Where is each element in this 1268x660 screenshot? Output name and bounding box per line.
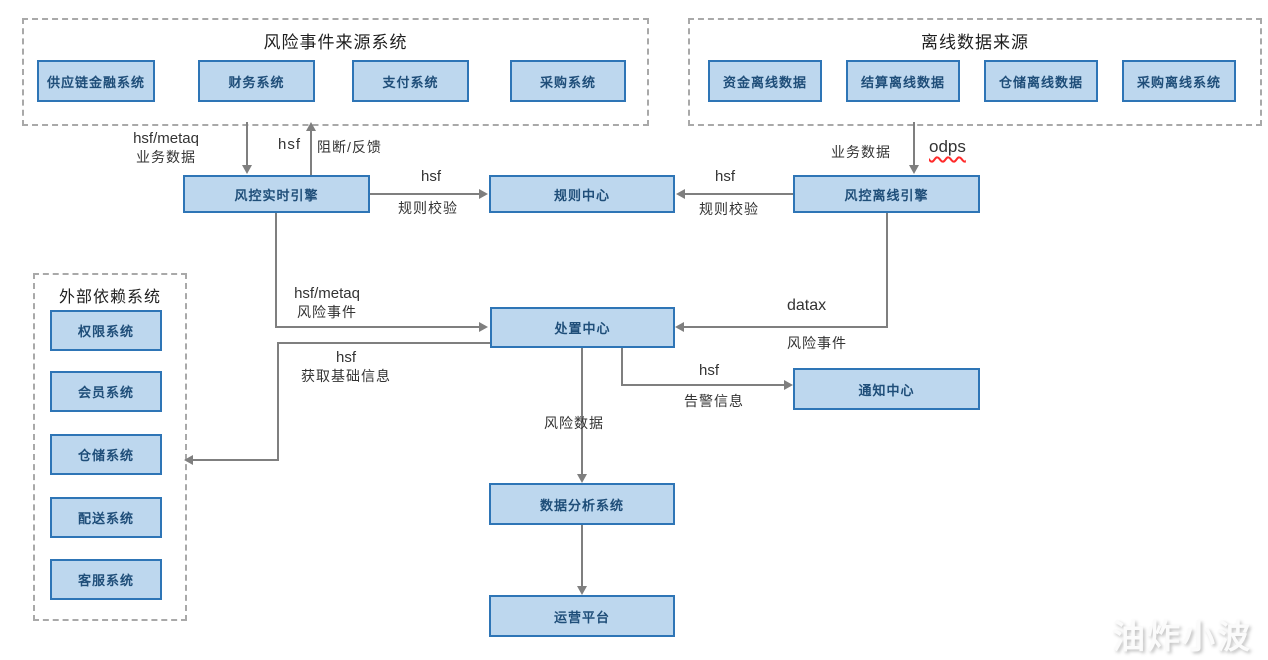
edge-realtime-to-disposal-vline <box>275 213 277 328</box>
edge-label-alarm: 告警信息 <box>684 393 744 409</box>
group-external-dependencies: 外部依赖系统 <box>33 273 187 621</box>
node-offline-risk-engine: 风控离线引擎 <box>793 175 980 213</box>
edge-label-odps: odps <box>929 137 966 156</box>
arrowhead-right-icon <box>784 380 793 390</box>
edge-label-block-feedback: 阻断/反馈 <box>317 139 382 155</box>
node-procurement-system: 采购系统 <box>510 60 626 102</box>
node-finance-system: 财务系统 <box>198 60 315 102</box>
node-settlement-offline-data: 结算离线数据 <box>846 60 960 102</box>
edge-disposal-to-external-vline <box>277 342 279 461</box>
arrowhead-right-icon <box>479 322 488 332</box>
edge-disposal-to-notify-vline <box>621 348 623 386</box>
edge-label-rule-check-rt-proto: hsf <box>421 168 442 185</box>
arrowhead-left-icon <box>676 189 685 199</box>
edge-sources-to-realtime-line <box>246 122 248 166</box>
edge-label-alarm-proto: hsf <box>699 362 720 379</box>
edge-realtime-to-disposal-hline <box>275 326 480 328</box>
edge-label-rule-check-off-proto: hsf <box>715 168 736 185</box>
edge-offline-to-disposal-hline <box>684 326 888 328</box>
node-notify-center: 通知中心 <box>793 368 980 410</box>
node-payment-system: 支付系统 <box>352 60 469 102</box>
group-title-offline-data-sources: 离线数据来源 <box>921 33 1029 52</box>
arrowhead-left-icon <box>675 322 684 332</box>
edge-label-risk-event-off: 风险事件 <box>787 335 847 351</box>
edge-label-biz-data-offline: 业务数据 <box>831 144 891 160</box>
node-permission-system: 权限系统 <box>50 310 162 351</box>
edge-label-rule-check-rt: 规则校验 <box>398 200 458 216</box>
node-delivery-system: 配送系统 <box>50 497 162 538</box>
edge-analysis-to-operation-line <box>581 525 583 587</box>
watermark: 油炸小波 <box>1112 618 1252 655</box>
edge-realtime-to-rule-line <box>370 193 480 195</box>
group-offline-data-sources: 离线数据来源 <box>688 18 1262 126</box>
node-warehouse-offline-data: 仓储离线数据 <box>984 60 1098 102</box>
arrowhead-down-icon <box>242 165 252 174</box>
edge-offline-to-disposal-vline <box>886 213 888 328</box>
node-realtime-risk-engine: 风控实时引擎 <box>183 175 370 213</box>
edge-label-basic-info: hsf 获取基础信息 <box>301 349 391 384</box>
edge-disposal-to-notify-hline <box>621 384 785 386</box>
edge-disposal-to-analysis-line <box>581 348 583 476</box>
edge-disposal-to-external-hline2 <box>192 459 277 461</box>
node-member-system: 会员系统 <box>50 371 162 412</box>
arrowhead-right-icon <box>479 189 488 199</box>
group-title-external-dependencies: 外部依赖系统 <box>58 289 161 306</box>
node-procurement-offline-system: 采购离线系统 <box>1122 60 1236 102</box>
group-title-risk-event-sources: 风险事件来源系统 <box>263 33 408 52</box>
node-supply-chain-finance: 供应链金融系统 <box>37 60 155 102</box>
edge-disposal-to-external-hline1 <box>277 342 490 344</box>
edge-offline-to-rule-line <box>685 193 793 195</box>
group-risk-event-sources: 风险事件来源系统 <box>22 18 649 126</box>
node-disposal-center: 处置中心 <box>490 307 675 348</box>
arrowhead-down-icon <box>577 474 587 483</box>
node-operation-platform: 运营平台 <box>489 595 675 637</box>
edge-label-datax: datax <box>787 297 827 314</box>
edge-label-block-feedback-proto: hsf <box>278 136 302 153</box>
node-rule-center: 规则中心 <box>489 175 675 213</box>
edge-label-biz-data-realtime: hsf/metaq 业务数据 <box>133 130 199 165</box>
node-fund-offline-data: 资金离线数据 <box>708 60 822 102</box>
edge-label-risk-data: 风险数据 <box>544 415 604 431</box>
node-warehouse-system: 仓储系统 <box>50 434 162 475</box>
node-customer-service-system: 客服系统 <box>50 559 162 600</box>
edge-label-rule-check-off: 规则校验 <box>699 201 759 217</box>
node-data-analysis-system: 数据分析系统 <box>489 483 675 525</box>
edge-block-feedback-line <box>310 130 312 175</box>
edge-sources-to-offline-line <box>913 122 915 166</box>
arrowhead-left-icon <box>184 455 193 465</box>
edge-label-risk-event-rt: hsf/metaq 风险事件 <box>294 285 360 320</box>
arrowhead-down-icon <box>909 165 919 174</box>
arrowhead-down-icon <box>577 586 587 595</box>
arrowhead-up-icon <box>306 122 316 131</box>
